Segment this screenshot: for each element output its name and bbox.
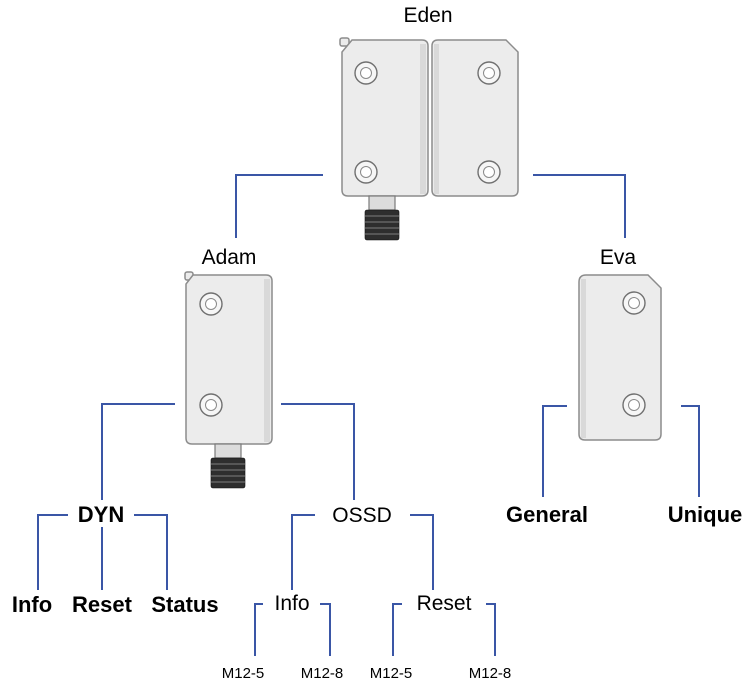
node-reset-m12-8: M12-8 bbox=[469, 665, 512, 682]
connector-reset-m12-5 bbox=[392, 603, 402, 656]
connector-dyn-info bbox=[37, 514, 68, 590]
node-ossd: OSSD bbox=[332, 504, 392, 527]
node-eden: Eden bbox=[403, 4, 452, 27]
node-ossd-reset: Reset bbox=[417, 592, 472, 615]
eden-device-icon bbox=[339, 37, 519, 241]
node-info-m12-5: M12-5 bbox=[222, 665, 265, 682]
connector-ossd-info bbox=[291, 514, 315, 590]
node-unique: Unique bbox=[668, 502, 743, 527]
node-eva: Eva bbox=[600, 246, 637, 269]
node-ossd-info: Info bbox=[274, 592, 309, 615]
adam-device-icon bbox=[184, 271, 273, 489]
node-reset-m12-5: M12-5 bbox=[370, 665, 413, 682]
connector-adam-dyn bbox=[101, 403, 175, 500]
connector-ossd-reset bbox=[410, 514, 434, 590]
connectors bbox=[37, 174, 700, 656]
connector-reset-m12-8 bbox=[486, 603, 496, 656]
connector-info-m12-5 bbox=[254, 603, 263, 656]
connector-adam-ossd bbox=[281, 403, 355, 500]
node-adam: Adam bbox=[202, 246, 257, 269]
node-dyn-reset: Reset bbox=[72, 592, 133, 617]
node-dyn: DYN bbox=[78, 502, 124, 527]
connector-eva-unique bbox=[681, 405, 700, 497]
connector-info-m12-8 bbox=[320, 603, 331, 656]
node-info-m12-8: M12-8 bbox=[301, 665, 344, 682]
node-general: General bbox=[506, 502, 588, 527]
connector-eva-general bbox=[542, 405, 567, 497]
eva-device-icon bbox=[578, 274, 662, 441]
node-dyn-info: Info bbox=[12, 592, 52, 617]
connector-eden-adam bbox=[235, 174, 323, 238]
node-dyn-status: Status bbox=[151, 592, 218, 617]
connector-dyn-status bbox=[134, 514, 168, 590]
connector-eden-eva bbox=[533, 174, 626, 238]
